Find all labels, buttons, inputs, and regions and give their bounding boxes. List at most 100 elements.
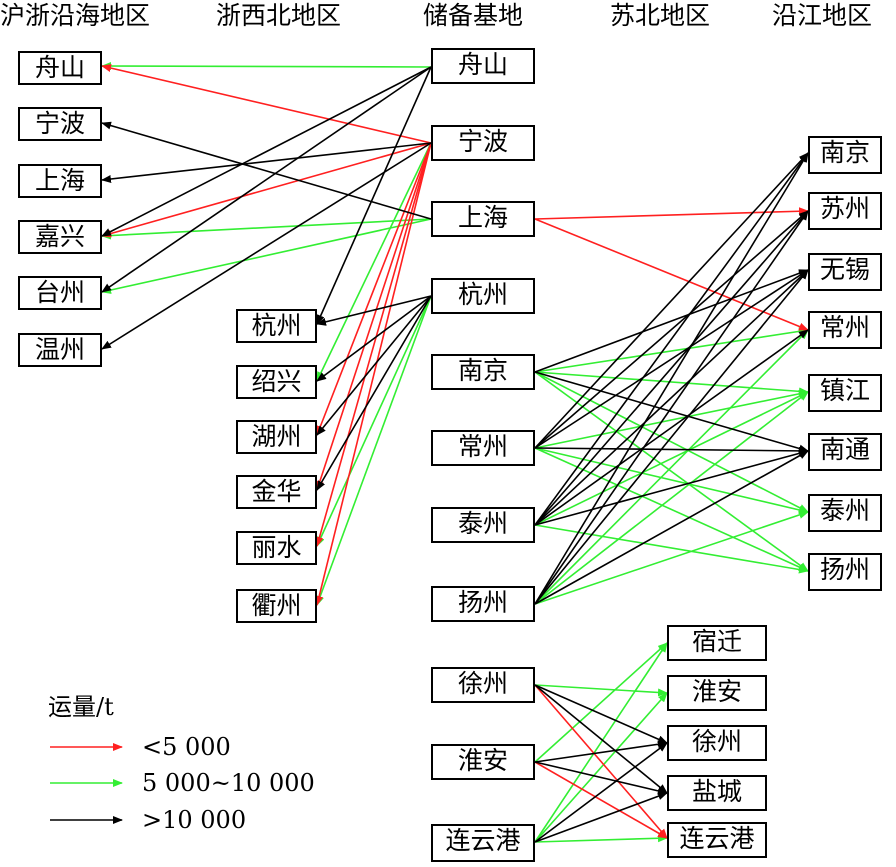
- node-reserve-xuzhou: 徐州: [431, 667, 535, 703]
- node-zjnw-hangzhou: 杭州: [236, 309, 317, 343]
- header-coastal: 沪浙沿海地区: [0, 1, 151, 30]
- flow-arrow-red: [534, 684, 668, 839]
- flow-arrow-black: [316, 295, 432, 326]
- flow-arrow-red: [101, 142, 432, 238]
- node-coastal-wenzhou: 温州: [18, 333, 102, 367]
- header-yanjiang: 沿江地区: [772, 1, 873, 30]
- flow-arrow-black: [534, 269, 809, 605]
- node-yanjiang-zhenjiang: 镇江: [808, 374, 882, 412]
- flow-arrow-green: [534, 642, 668, 763]
- flow-arrow-green: [534, 692, 668, 843]
- node-coastal-taizhou: 台州: [18, 276, 102, 310]
- node-reserve-nanjing: 南京: [431, 354, 535, 390]
- flow-arrow-green: [534, 371, 809, 513]
- node-reserve-taizhou: 泰州: [431, 507, 535, 543]
- flow-arrow-green: [534, 834, 668, 843]
- flow-arrow-black: [534, 684, 668, 794]
- flow-arrow-green: [534, 511, 809, 605]
- flow-arrow-green: [101, 218, 432, 294]
- node-reserve-huaian: 淮安: [431, 744, 535, 780]
- flow-arrow-green: [534, 524, 809, 574]
- flow-arrow-green: [534, 389, 809, 449]
- flow-arrow-black: [101, 121, 432, 220]
- flow-arrow-black: [534, 446, 809, 455]
- flow-arrow-green: [101, 62, 432, 71]
- flow-arrow-black: [316, 295, 432, 382]
- flow-arrow-black: [534, 792, 668, 843]
- node-zjnw-jinhua: 金华: [236, 475, 317, 509]
- header-subei: 苏北地区: [610, 1, 711, 30]
- flow-arrow-red: [315, 142, 432, 547]
- node-zjnw-huzhou: 湖州: [236, 420, 317, 454]
- node-coastal-jiaxing: 嘉兴: [18, 220, 102, 254]
- flow-arrow-black: [534, 684, 668, 744]
- flow-arrow-red: [316, 142, 432, 491]
- legend-label-high: >10 000: [142, 806, 247, 834]
- flow-arrow-black: [534, 210, 809, 449]
- flow-arrow-green: [316, 295, 432, 547]
- flow-arrow-black: [101, 142, 432, 350]
- header-reserve-base: 储备基地: [423, 1, 524, 30]
- flow-arrow-black: [534, 740, 668, 763]
- flow-arrow-black: [534, 742, 668, 843]
- legend-label-mid: 5 000~10 000: [142, 769, 315, 797]
- flow-arrow-black: [534, 449, 809, 526]
- flow-arrow-black: [534, 450, 809, 605]
- flow-arrow-green: [534, 329, 809, 605]
- flow-arrow-green: [534, 447, 809, 514]
- flow-arrow-red: [101, 64, 432, 144]
- node-zjnw-quzhou: 衢州: [236, 589, 317, 623]
- node-coastal-ningbo: 宁波: [18, 107, 102, 141]
- flow-arrow-green: [534, 684, 668, 697]
- flow-lines: [101, 62, 809, 843]
- legend-label-low: <5 000: [142, 733, 231, 761]
- legend-lines: [50, 743, 123, 824]
- node-subei-lianyungang: 连云港: [667, 822, 767, 858]
- flow-arrow-black: [316, 295, 432, 436]
- node-reserve-zhoushan: 舟山: [431, 48, 535, 84]
- flow-arrow-black: [316, 66, 432, 325]
- flow-arrow-black: [101, 66, 432, 237]
- flow-arrow-black: [534, 371, 809, 453]
- flow-arrow-black: [534, 152, 809, 605]
- node-coastal-zhoushan: 舟山: [18, 51, 102, 85]
- node-reserve-hangzhou: 杭州: [431, 278, 535, 314]
- flow-arrow-black: [534, 152, 809, 526]
- flow-arrow-black: [534, 269, 809, 373]
- flow-arrow-black: [534, 210, 809, 605]
- flow-arrow-red: [316, 142, 432, 436]
- flow-arrow-green: [316, 142, 432, 382]
- flow-arrow-green: [534, 371, 809, 396]
- flow-arrow-red: [315, 142, 432, 606]
- flow-arrow-black: [316, 295, 432, 491]
- flow-arrow-red: [534, 207, 809, 220]
- flow-arrow-green: [316, 295, 432, 606]
- node-yanjiang-nantong: 南通: [808, 433, 882, 471]
- flow-arrow-black: [534, 210, 809, 526]
- legend-title: 运量/t: [48, 693, 114, 721]
- node-yanjiang-suzhou: 苏州: [808, 192, 882, 230]
- flow-arrow-green: [534, 391, 809, 526]
- flow-arrow-black: [534, 329, 809, 526]
- flow-arrow-red: [534, 218, 809, 331]
- node-yanjiang-nanjing: 南京: [808, 136, 882, 174]
- node-yanjiang-yangzhou: 扬州: [808, 553, 882, 591]
- node-yanjiang-changzhou: 常州: [808, 311, 882, 349]
- flow-arrow-black: [534, 152, 809, 449]
- node-reserve-changzhou: 常州: [431, 430, 535, 466]
- flow-arrow-red: [534, 761, 668, 839]
- flow-arrow-green: [534, 371, 809, 572]
- flow-arrow-black: [534, 269, 809, 449]
- node-reserve-ningbo: 宁波: [431, 125, 535, 161]
- node-yanjiang-wuxi: 无锡: [808, 253, 882, 291]
- flow-arrow-green: [101, 218, 432, 240]
- flow-arrow-black: [534, 761, 668, 795]
- header-zhejiang-northwest: 浙西北地区: [216, 1, 342, 30]
- flow-arrow-black: [534, 269, 809, 526]
- node-yanjiang-taizhou: 泰州: [808, 494, 882, 532]
- node-zjnw-lishui: 丽水: [236, 531, 317, 565]
- node-subei-yancheng: 盐城: [667, 775, 767, 811]
- node-subei-huaian: 淮安: [667, 675, 767, 711]
- node-reserve-shanghai: 上海: [431, 201, 535, 237]
- flow-arrow-green: [534, 447, 809, 572]
